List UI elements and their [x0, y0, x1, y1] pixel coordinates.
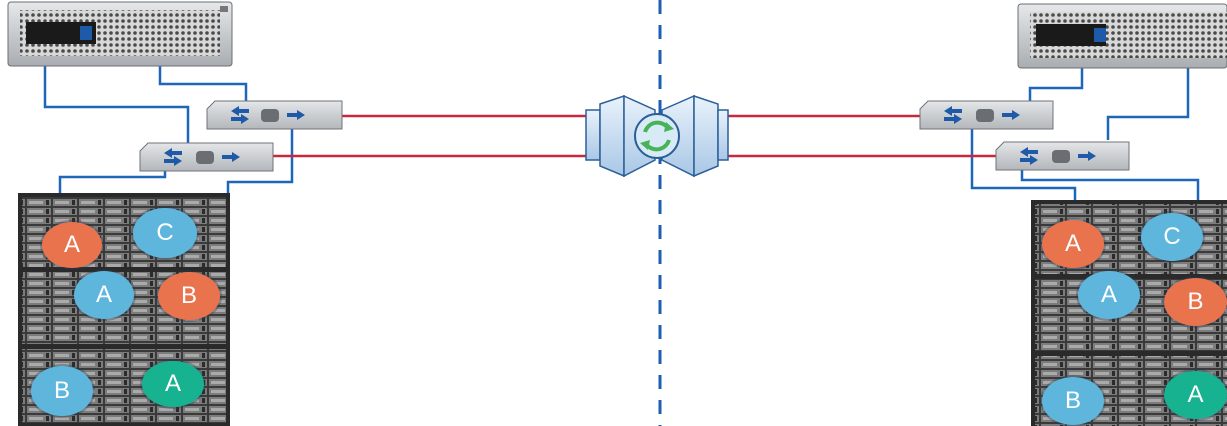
- right-disk-b1: B: [1164, 278, 1227, 326]
- left-cables: [43, 66, 294, 200]
- left-disk-a2: A: [74, 271, 134, 319]
- left-fc-switch-icon-upper: [206, 100, 343, 130]
- right-storage-controller-icon: [1017, 3, 1227, 69]
- left-storage-controller-icon: [7, 1, 233, 67]
- right-fc-switch-icon-upper: [919, 100, 1054, 130]
- replication-links: [272, 114, 998, 158]
- left-disk-a1: A: [42, 222, 102, 268]
- right-disk-a3: A: [1164, 371, 1227, 419]
- right-cables: [970, 68, 1200, 205]
- right-fc-switch-icon-lower: [995, 141, 1130, 171]
- right-disk-a1: A: [1042, 220, 1104, 268]
- right-disk-b2: B: [1042, 377, 1104, 425]
- replication-bridge-icon: [585, 94, 729, 178]
- right-disk-c: C: [1141, 213, 1203, 261]
- left-disk-a3: A: [142, 361, 204, 407]
- left-disk-b1: B: [158, 272, 220, 320]
- left-fc-switch-icon-lower: [139, 142, 274, 172]
- left-disk-b2: B: [31, 366, 93, 416]
- left-disk-c: C: [133, 208, 197, 258]
- right-disk-a2: A: [1078, 271, 1140, 319]
